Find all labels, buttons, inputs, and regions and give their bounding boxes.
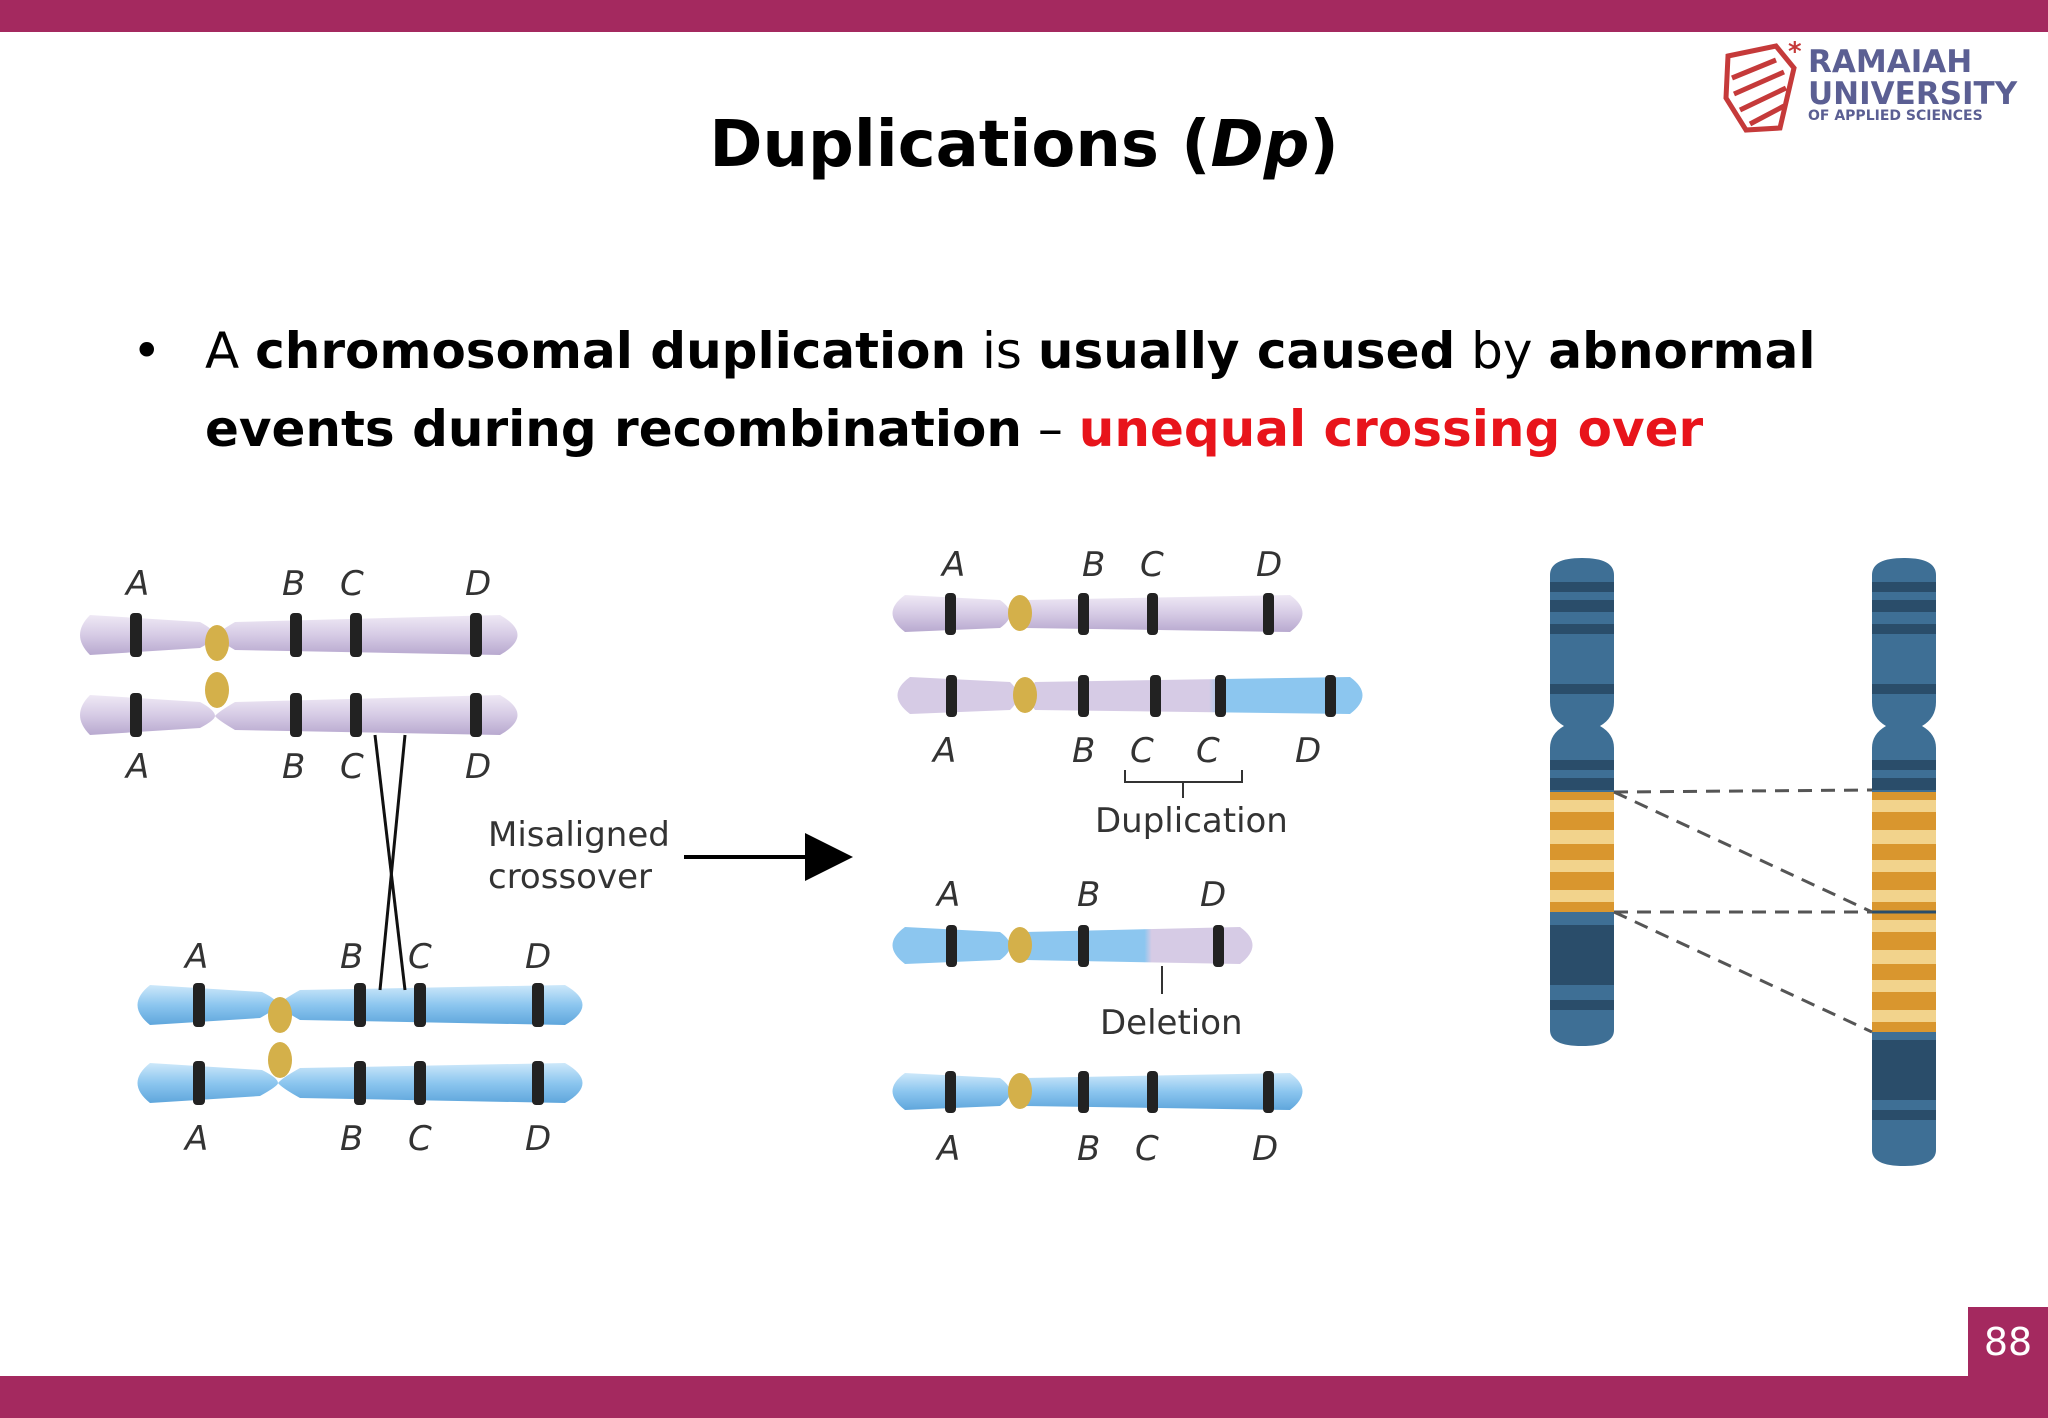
left-gene-labels: A B C D A B C D A B C D A B C D xyxy=(124,564,551,1159)
gene-label: A xyxy=(124,747,149,787)
gene-label: C xyxy=(408,937,432,977)
gene-label: C xyxy=(1135,1129,1159,1169)
bullet-part-3: by xyxy=(1455,322,1549,380)
gene-label: B xyxy=(1077,1129,1100,1169)
logo-line-2: UNIVERSITY xyxy=(1808,76,2018,112)
gene-label: C xyxy=(1130,731,1154,771)
page-number: 88 xyxy=(1968,1307,2048,1376)
university-logo: * xyxy=(1723,38,1802,133)
gene-label: B xyxy=(282,747,305,787)
bottom-brand-bar xyxy=(0,1376,2048,1418)
deletion-label: Deletion xyxy=(1100,1003,1243,1043)
gene-label: B xyxy=(340,1119,363,1159)
bullet-red-highlight: unequal crossing over xyxy=(1078,400,1704,458)
gene-label: A xyxy=(931,731,956,771)
gene-label: B xyxy=(282,564,305,604)
bullet-bold-1: chromosomal duplication xyxy=(255,322,967,380)
gene-label: B xyxy=(1077,875,1100,915)
top-brand-bar xyxy=(0,0,2048,32)
svg-text:*: * xyxy=(1788,38,1802,67)
result-chromosomes xyxy=(892,593,1363,1113)
gene-label: D xyxy=(525,1119,551,1159)
gene-label: D xyxy=(1200,875,1226,915)
gene-label: C xyxy=(1196,731,1220,771)
gene-label: D xyxy=(465,564,491,604)
gene-label: D xyxy=(465,747,491,787)
gene-label: A xyxy=(940,545,965,585)
gene-label: C xyxy=(340,747,364,787)
gene-label: A xyxy=(935,1129,960,1169)
gene-label: A xyxy=(124,564,149,604)
gene-label: A xyxy=(935,875,960,915)
chromosome-pair-purple xyxy=(80,613,518,737)
gene-label: D xyxy=(525,937,551,977)
bullet-text: A chromosomal duplication is usually cau… xyxy=(205,312,1965,468)
title-italic: Dp xyxy=(1210,108,1310,182)
bullet-bold-3: abnormal events during recombination xyxy=(205,322,1816,458)
gene-label: D xyxy=(1256,545,1282,585)
bullet-bold-2: usually caused xyxy=(1037,322,1456,380)
bullet-part-2: is xyxy=(966,322,1038,380)
gene-label: B xyxy=(1072,731,1095,771)
karyotype-illustration xyxy=(1550,558,1936,1166)
gene-label: D xyxy=(1295,731,1321,771)
gene-label: A xyxy=(183,937,208,977)
gene-label: C xyxy=(1140,545,1164,585)
misaligned-label-1: Misaligned xyxy=(488,815,670,855)
gene-label: C xyxy=(340,564,364,604)
gene-label: B xyxy=(340,937,363,977)
title-text: Duplications ( xyxy=(709,108,1211,182)
logo-emblem-icon: * xyxy=(1723,38,1802,133)
gene-label: D xyxy=(1252,1129,1278,1169)
bullet-marker: • xyxy=(132,322,162,380)
gene-label: C xyxy=(408,1119,432,1159)
bullet-part-4: – xyxy=(1021,400,1079,458)
logo-line-1: RAMAIAH xyxy=(1808,44,1973,80)
duplication-label: Duplication xyxy=(1095,801,1288,841)
right-gene-labels: A B C D A B C C D Duplication A B D Dele… xyxy=(931,545,1321,1169)
bullet-part-1: A xyxy=(205,322,256,380)
gene-label: A xyxy=(183,1119,208,1159)
logo-line-3: OF APPLIED SCIENCES xyxy=(1808,108,1983,124)
crossover-lines xyxy=(373,734,407,991)
chromosome-pair-blue xyxy=(137,983,583,1105)
misaligned-label-2: crossover xyxy=(488,857,652,897)
page-title: Duplications (Dp) xyxy=(0,108,2048,182)
gene-label: B xyxy=(1082,545,1105,585)
title-close: ) xyxy=(1309,108,1339,182)
